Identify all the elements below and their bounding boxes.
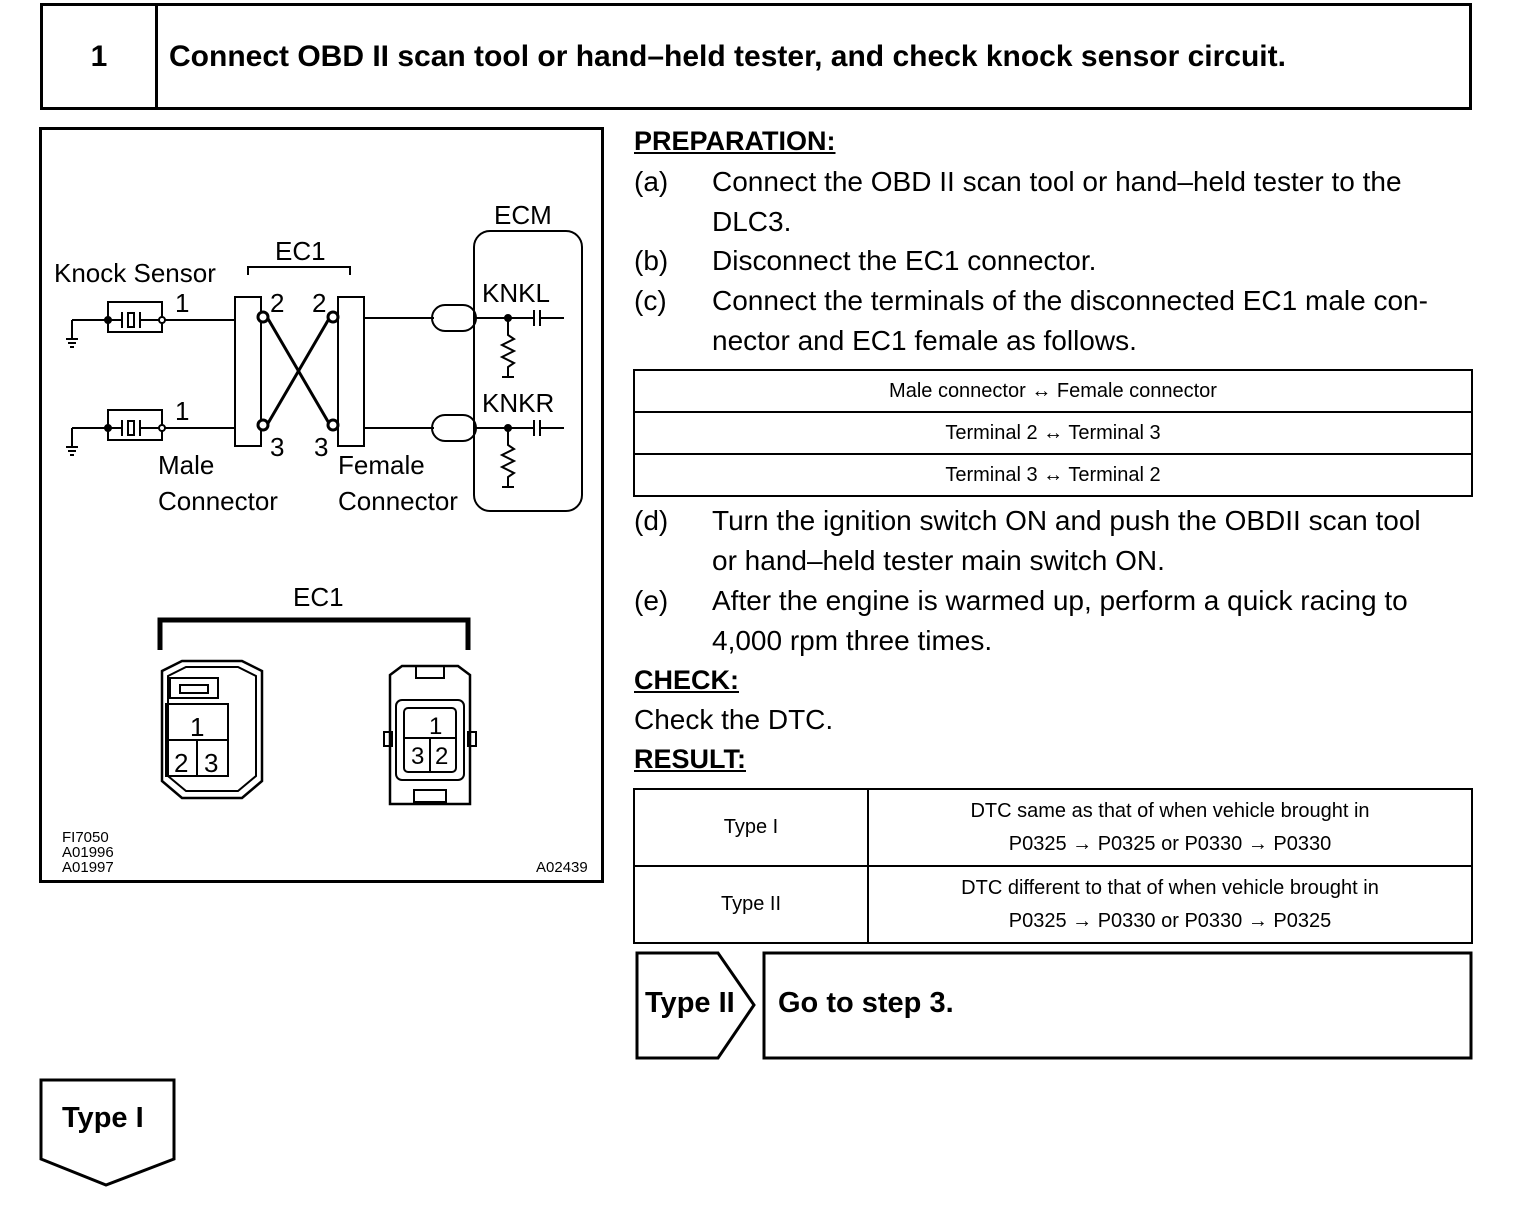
female-connector-block	[337, 296, 365, 447]
female-connector-label: Connector	[338, 486, 458, 516]
prep-item-b: (b) Disconnect the EC1 connector.	[634, 245, 1097, 276]
table-row: Type II DTC different to that of when ve…	[633, 865, 1473, 944]
type1-branch-shape	[39, 1078, 176, 1187]
svg-text:2: 2	[312, 288, 326, 318]
preparation-heading: PREPARATION:	[634, 126, 836, 156]
result-table: Type I DTC same as that of when vehicle …	[633, 788, 1473, 944]
type2-label: Type II	[645, 987, 735, 1019]
table-row: Type I DTC same as that of when vehicle …	[633, 788, 1473, 867]
male-connector-block	[234, 296, 262, 447]
svg-text:1: 1	[175, 288, 189, 318]
ec1-top-label: EC1	[275, 236, 326, 266]
figure-code-2: A01996	[62, 844, 114, 861]
prep-item-e: (e) After the engine is warmed up, perfo…	[634, 585, 1408, 656]
svg-text:2: 2	[270, 288, 284, 318]
svg-text:2: 2	[174, 748, 188, 778]
svg-text:3: 3	[204, 748, 218, 778]
male-connector-face	[160, 659, 264, 800]
female-connector-face	[388, 664, 472, 806]
svg-text:3: 3	[270, 432, 284, 462]
female-label: Female	[338, 450, 425, 480]
male-label: Male	[158, 450, 214, 480]
table-row: Male connector ↔ Female connector	[633, 369, 1473, 413]
step-title: Connect OBD II scan tool or hand–held te…	[169, 39, 1286, 73]
check-heading: CHECK:	[634, 665, 739, 695]
svg-text:3: 3	[411, 743, 424, 770]
svg-text:1: 1	[429, 713, 442, 740]
prep-item-a: (a) Connect the OBD II scan tool or hand…	[634, 166, 1402, 237]
figure-code-1: FI7050	[62, 829, 109, 846]
ec1-bracket-top	[247, 266, 351, 275]
ec1-bottom-label: EC1	[293, 582, 344, 612]
result-heading: RESULT:	[634, 744, 746, 774]
figure-code-right: A02439	[536, 859, 588, 876]
type2-action: Go to step 3.	[778, 987, 954, 1019]
connection-table: Male connector ↔ Female connector Termin…	[633, 369, 1473, 497]
knkl-label: KNKL	[482, 278, 550, 308]
knock-sensor-label: Knock Sensor	[54, 258, 216, 288]
knkr-label: KNKR	[482, 388, 554, 418]
check-text: Check the DTC.	[634, 704, 834, 735]
wiring-diagram: ECM EC1 Knock Sensor KNKL KNKR Male Conn…	[39, 127, 604, 883]
step-number: 1	[43, 6, 158, 107]
type2-branch-shape	[635, 951, 1473, 1060]
prep-item-c: (c) Connect the terminals of the disconn…	[634, 285, 1428, 356]
ecm-box	[473, 230, 583, 512]
svg-text:1: 1	[175, 396, 189, 426]
svg-text:3: 3	[314, 432, 328, 462]
svg-text:1: 1	[190, 712, 204, 742]
circuit-diagram: ECM EC1 Knock Sensor KNKL KNKR Male Conn…	[54, 200, 588, 876]
svg-text:2: 2	[435, 743, 448, 770]
table-row: Terminal 2 ↔ Terminal 3	[633, 411, 1473, 455]
male-connector-label: Connector	[158, 486, 278, 516]
ecm-label: ECM	[494, 200, 552, 230]
step-header: 1 Connect OBD II scan tool or hand–held …	[40, 3, 1472, 110]
prep-item-d: (d) Turn the ignition switch ON and push…	[634, 505, 1421, 576]
table-row: Terminal 3 ↔ Terminal 2	[633, 453, 1473, 497]
figure-code-3: A01997	[62, 859, 114, 876]
type1-label: Type I	[62, 1102, 144, 1134]
